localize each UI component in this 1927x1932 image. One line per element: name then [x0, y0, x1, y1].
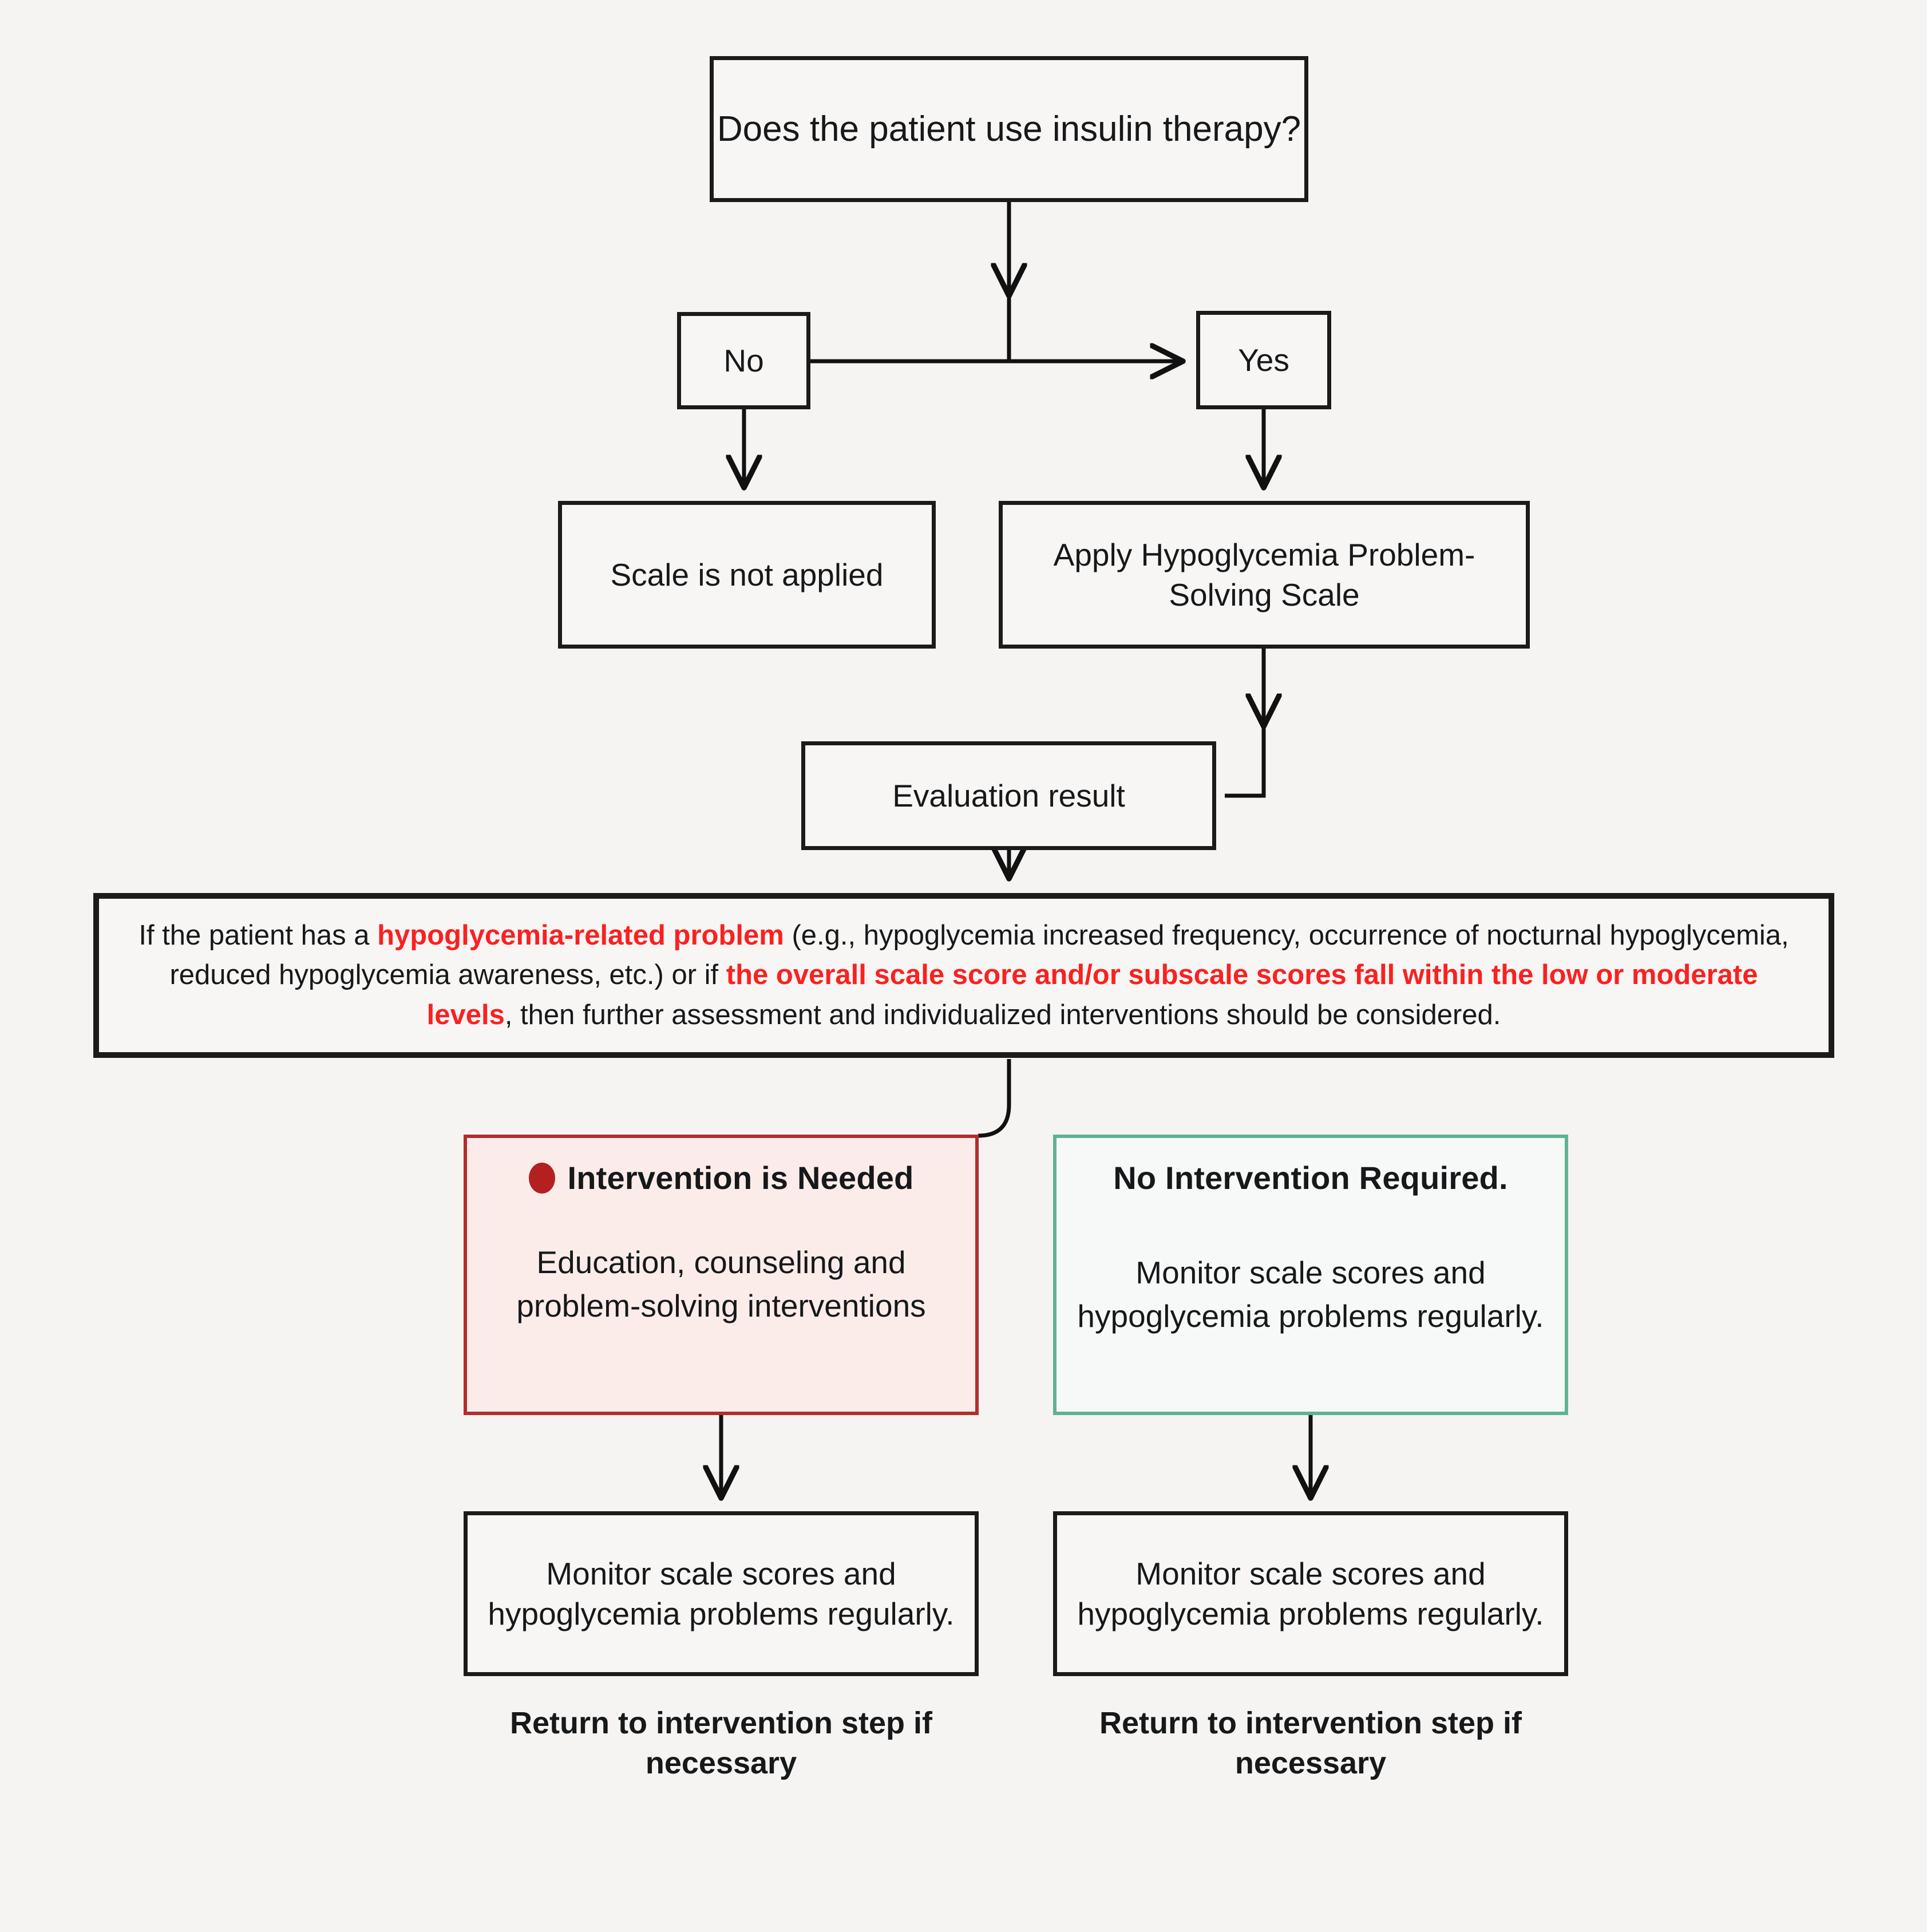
red-dot-icon	[528, 1162, 555, 1194]
node-question: Does the patient use insulin therapy?	[710, 56, 1308, 202]
node-evaluation-result: Evaluation result	[801, 741, 1216, 850]
intervention-needed-body: Education, counseling and problem-solvin…	[516, 1244, 926, 1323]
intervention-needed-title: Intervention is Needed	[567, 1160, 914, 1196]
node-no: No	[677, 312, 810, 409]
node-scale-not-applied: Scale is not applied	[558, 501, 936, 649]
criteria-highlight-1: hypoglycemia-related problem	[377, 919, 784, 951]
node-criteria-statement: If the patient has a hypoglycemia-relate…	[93, 893, 1834, 1058]
panel-title-row: No Intervention Required.	[1074, 1157, 1548, 1199]
criteria-segment-2: (e.g., hypoglycemia increased frequency,…	[169, 919, 1789, 991]
criteria-segment-1: If the patient has a	[139, 919, 378, 951]
panel-no-intervention: No Intervention Required. Monitor scale …	[1053, 1135, 1568, 1415]
no-intervention-body: Monitor scale scores and hypoglycemia pr…	[1077, 1254, 1544, 1334]
no-intervention-title: No Intervention Required.	[1113, 1160, 1508, 1196]
node-monitor-right: Monitor scale scores and hypoglycemia pr…	[1053, 1511, 1568, 1676]
caption-return-left: Return to intervention step if necessary	[509, 1706, 933, 1781]
node-apply-scale: Apply Hypoglycemia Problem-Solving Scale	[999, 501, 1530, 649]
edge-criteria-to-red	[978, 1059, 1011, 1138]
node-yes: Yes	[1196, 311, 1331, 409]
criteria-segment-3: , then further assessment and individual…	[504, 999, 1501, 1030]
node-monitor-left: Monitor scale scores and hypoglycemia pr…	[464, 1511, 979, 1676]
edge-applyscale-to-eval	[1225, 649, 1266, 798]
caption-return-right: Return to intervention step if necessary	[1099, 1706, 1522, 1781]
criteria-highlight-2: the overall scale score and/or subscale …	[426, 959, 1758, 1030]
panel-title-row: Intervention is Needed	[484, 1157, 958, 1199]
panel-intervention-needed: Intervention is Needed Education, counse…	[464, 1135, 979, 1415]
